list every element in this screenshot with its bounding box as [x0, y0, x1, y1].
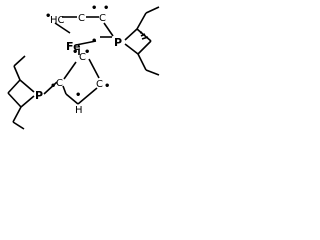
radical-dot-c-lm: •: [50, 81, 56, 92]
bond-ring-top-left: [7, 79, 21, 94]
bond-p-ring-top-left: [19, 79, 35, 93]
bond-ethyl-upper-1: [136, 12, 147, 30]
bond-h-bottom-right: [77, 87, 98, 105]
atom-label-c-rm: C: [96, 79, 103, 90]
radical-dot-c-top: •: [91, 3, 97, 14]
radical-dot-hc: •: [45, 11, 51, 22]
bond-ring-right-bottom: [137, 40, 152, 55]
atom-label-p-left: P: [35, 89, 43, 102]
upper-cp-ring-bonds: [54, 16, 114, 46]
bond-ring-bottom-p: [124, 43, 139, 55]
bond-fe-c-base: [75, 40, 97, 46]
atom-label-hc: HC: [50, 15, 65, 26]
lower-cp-ring-bonds: [43, 49, 100, 105]
atom-labels: HC C C P Fe C P C C H: [35, 13, 122, 116]
bond-ethyl-left-upper-2: [13, 55, 26, 67]
bond-c-lm-down: [62, 85, 67, 95]
atom-label-c-mid: C: [79, 52, 86, 63]
bond-ethyl-lower-2: [145, 69, 160, 76]
bond-c-mid-c-rm: [88, 58, 100, 79]
bond-ring-left-bottom: [7, 92, 22, 108]
bond-c-p-right: [103, 22, 114, 37]
radical-dot-c-mid-left: •: [72, 47, 78, 58]
radical-dot-c-rm: •: [104, 81, 110, 92]
radical-dots: • • • • • • • • •: [45, 3, 110, 101]
radical-dot-c-base: •: [91, 36, 97, 47]
atom-label-fe: Fe: [66, 40, 81, 53]
right-phosphetane-ring: [124, 6, 160, 76]
bond-ring-bottom-p-left: [20, 95, 35, 108]
bond-ethyl-left-upper-1: [13, 65, 21, 81]
atom-label-c-lm: C: [56, 78, 63, 89]
bond-p-c-lm: [43, 81, 58, 95]
bond-ethyl-left-lower-2: [12, 121, 25, 130]
atom-label-h-bottom: H: [75, 105, 83, 116]
radical-dot-c-tr: •: [103, 3, 109, 14]
atom-label-c-top: C: [78, 13, 85, 24]
bond-ethyl-left-lower-1: [12, 106, 22, 123]
bond-ethyl-upper-2: [145, 6, 160, 14]
left-phosphetane-ring: [7, 55, 35, 130]
bond-hc-fe: [54, 22, 71, 34]
radical-dot-c-mid-right: •: [84, 47, 90, 58]
atom-label-p-right: P: [114, 36, 122, 49]
bond-h-bottom-left: [65, 93, 79, 105]
bond-ethyl-lower-1: [137, 53, 147, 71]
bond-p-ring-top: [124, 28, 138, 41]
ferrocene-bisphosphetane-structure: • • • • • • • • • HC C C P Fe C P C C H: [7, 3, 160, 130]
radical-dot-h-bottom: •: [75, 90, 81, 101]
bond-c-lm-fe: [63, 61, 77, 80]
atom-label-c-tr: C: [99, 13, 106, 24]
stereo-hatch-wedge-right: [139, 31, 149, 40]
